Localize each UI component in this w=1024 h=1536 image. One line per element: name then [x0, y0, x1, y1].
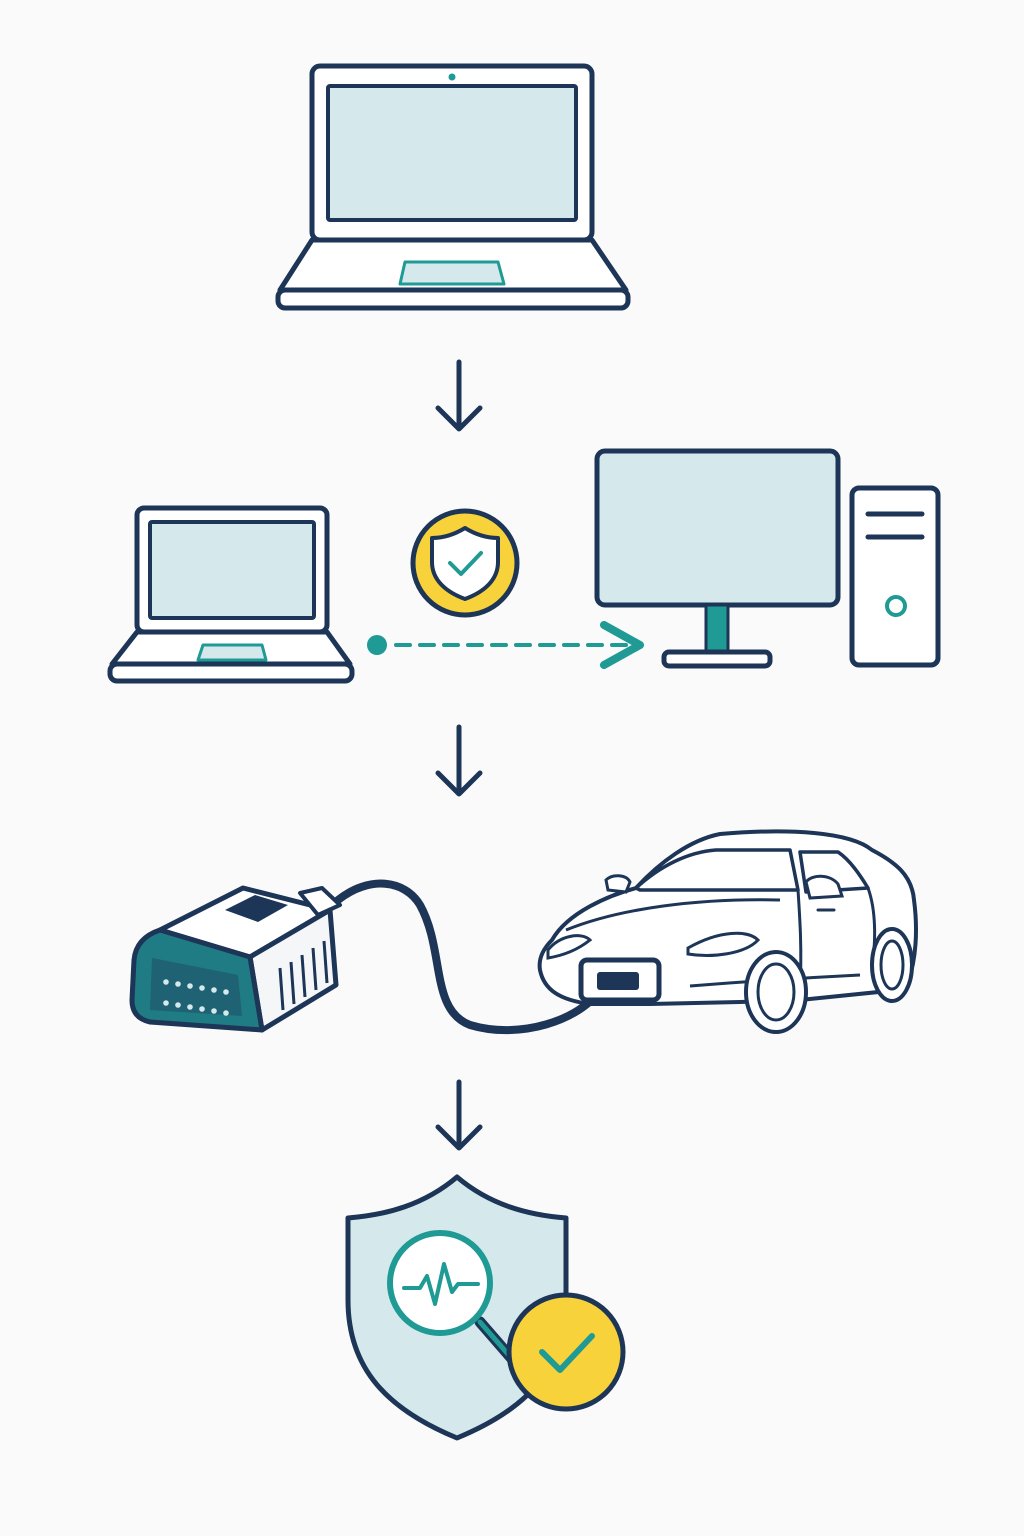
heartbeat-line — [402, 1262, 480, 1306]
connection-start-dot — [367, 635, 387, 655]
obd-label-plate — [225, 895, 288, 922]
small-laptop-icon — [107, 505, 355, 684]
down-arrow-icon — [435, 724, 483, 797]
trackpad — [398, 260, 506, 286]
shield-check-icon — [410, 508, 520, 618]
car-icon — [537, 829, 918, 1034]
obd-pins — [163, 979, 229, 1016]
transfer-connection — [367, 621, 644, 669]
laptop-icon — [275, 63, 631, 311]
webcam-dot — [448, 73, 456, 81]
check-badge-icon — [506, 1292, 626, 1412]
obd-cable — [334, 879, 612, 1035]
desktop-computer-icon — [594, 448, 941, 669]
obd-connector-icon — [129, 885, 342, 1033]
down-arrow-icon — [435, 1079, 483, 1151]
down-arrow-icon — [435, 359, 483, 432]
